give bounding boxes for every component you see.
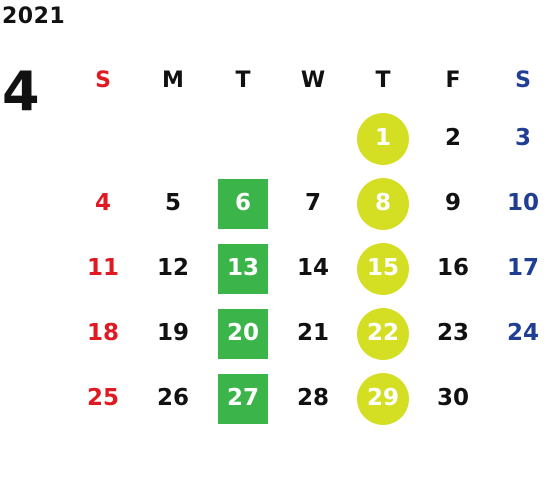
calendar-grid: S M T W T F S 1 2 3 4 5 6 7 8 9 10 11 12… bbox=[68, 56, 548, 431]
day-cell: 23 bbox=[436, 320, 469, 346]
calendar-year: 2021 bbox=[2, 4, 66, 29]
day-cell: 19 bbox=[156, 320, 189, 346]
day-cell bbox=[488, 366, 548, 431]
day-highlight-square: 6 bbox=[218, 178, 268, 229]
weekday-header-monday: M bbox=[162, 68, 184, 93]
day-cell-tuesday: 6 bbox=[208, 171, 278, 236]
weekday-header-wednesday: W bbox=[300, 68, 326, 93]
day-cell-tuesday: 20 bbox=[208, 301, 278, 366]
day-cell: 5 bbox=[164, 190, 181, 216]
weekday-header-sunday: S bbox=[95, 68, 111, 93]
day-highlight-square: 27 bbox=[218, 373, 268, 424]
day-highlight-circle: 15 bbox=[357, 242, 409, 295]
day-cell: 14 bbox=[296, 255, 329, 281]
day-cell: 10 bbox=[506, 190, 539, 216]
weekday-header-thursday: T bbox=[375, 68, 391, 93]
weekday-header-tuesday: T bbox=[235, 68, 251, 93]
day-cell-tuesday: 27 bbox=[208, 366, 278, 431]
day-cell-thursday: 22 bbox=[348, 301, 418, 366]
day-cell-tuesday: 13 bbox=[208, 236, 278, 301]
day-cell: 25 bbox=[86, 385, 119, 411]
day-cell: 21 bbox=[296, 320, 329, 346]
day-cell-thursday: 8 bbox=[348, 171, 418, 236]
day-highlight-square: 20 bbox=[218, 308, 268, 359]
day-cell bbox=[68, 106, 138, 171]
day-cell: 2 bbox=[444, 125, 461, 151]
day-cell: 7 bbox=[304, 190, 321, 216]
day-cell bbox=[278, 106, 348, 171]
day-highlight-circle: 22 bbox=[357, 307, 409, 360]
day-cell: 4 bbox=[94, 190, 111, 216]
day-highlight-circle: 29 bbox=[357, 372, 409, 425]
day-highlight-circle: 8 bbox=[357, 177, 409, 230]
day-highlight-circle: 1 bbox=[357, 112, 409, 165]
weekday-header-friday: F bbox=[445, 68, 461, 93]
day-highlight-square: 13 bbox=[218, 243, 268, 294]
day-cell: 11 bbox=[86, 255, 119, 281]
day-cell: 16 bbox=[436, 255, 469, 281]
weekday-header-saturday: S bbox=[515, 68, 531, 93]
day-cell: 3 bbox=[514, 125, 531, 151]
day-cell: 12 bbox=[156, 255, 189, 281]
day-cell-thursday: 15 bbox=[348, 236, 418, 301]
day-cell-thursday: 1 bbox=[348, 106, 418, 171]
day-cell: 17 bbox=[506, 255, 539, 281]
day-cell: 26 bbox=[156, 385, 189, 411]
calendar-month: 4 bbox=[2, 60, 40, 123]
day-cell: 28 bbox=[296, 385, 329, 411]
day-cell: 18 bbox=[86, 320, 119, 346]
day-cell bbox=[208, 106, 278, 171]
day-cell-thursday: 29 bbox=[348, 366, 418, 431]
day-cell: 24 bbox=[506, 320, 539, 346]
day-cell: 30 bbox=[436, 385, 469, 411]
day-cell: 9 bbox=[444, 190, 461, 216]
day-cell bbox=[138, 106, 208, 171]
